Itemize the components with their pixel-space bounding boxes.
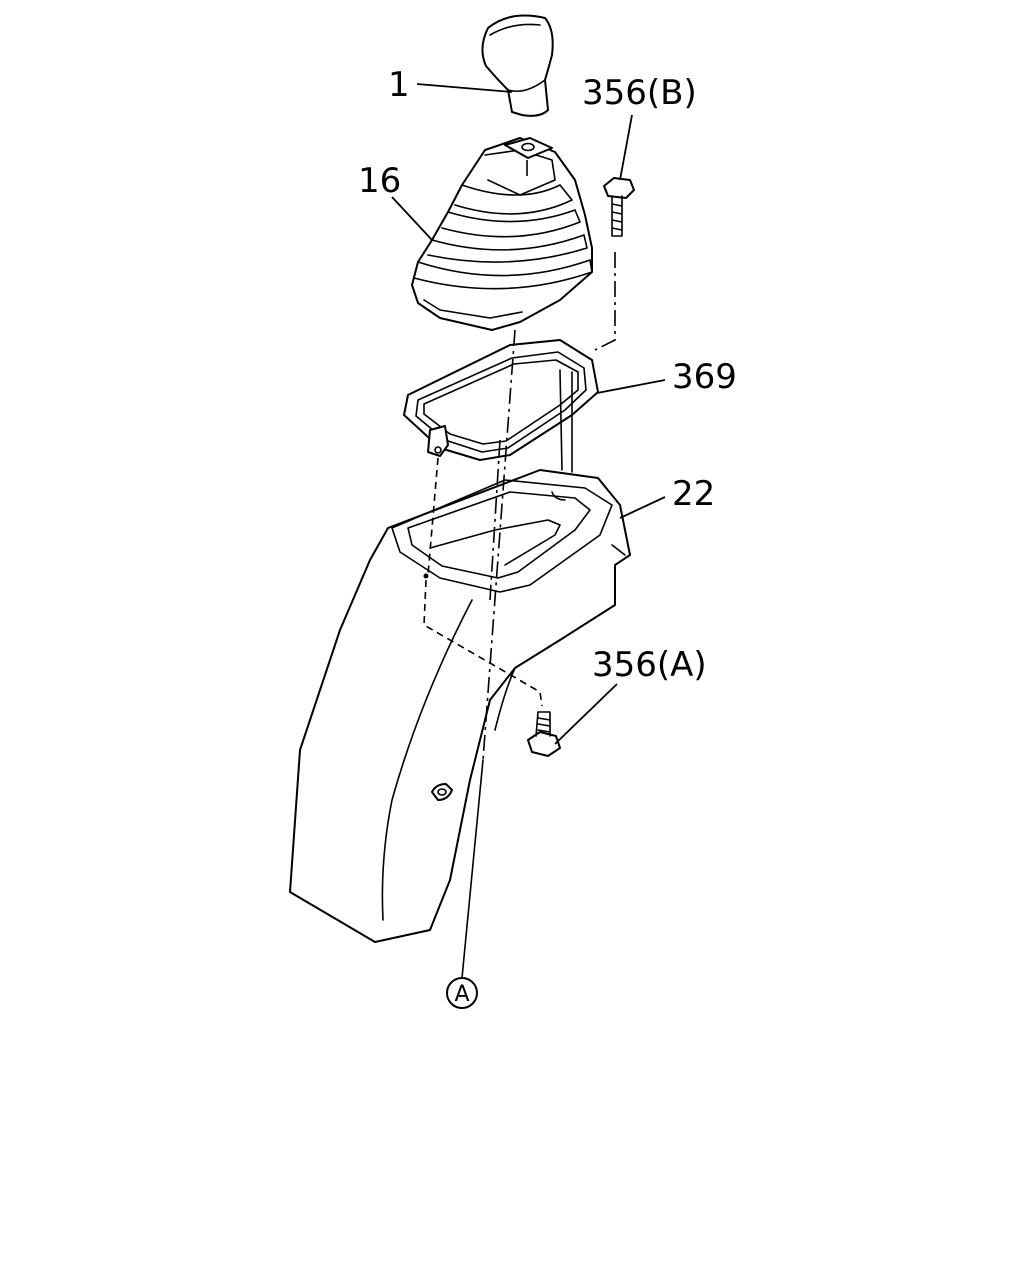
leader-lines (391, 83, 666, 745)
bolt-356a (527, 711, 561, 757)
label-console: 22 (672, 474, 715, 514)
reference-marker-a: A (446, 977, 478, 1009)
shift-knob (481, 14, 554, 117)
centre-lines (423, 160, 616, 979)
bezel-frame (403, 339, 599, 473)
label-bolt-b: 356(B) (582, 73, 697, 113)
console-cover (289, 469, 631, 943)
bolt-356b (603, 177, 635, 237)
label-knob: 1 (388, 65, 410, 105)
label-bolt-a: 356(A) (592, 645, 707, 685)
shift-boot (411, 137, 593, 331)
label-boot: 16 (358, 161, 401, 201)
reference-letter-a: A (454, 982, 469, 1007)
label-frame: 369 (672, 357, 737, 397)
